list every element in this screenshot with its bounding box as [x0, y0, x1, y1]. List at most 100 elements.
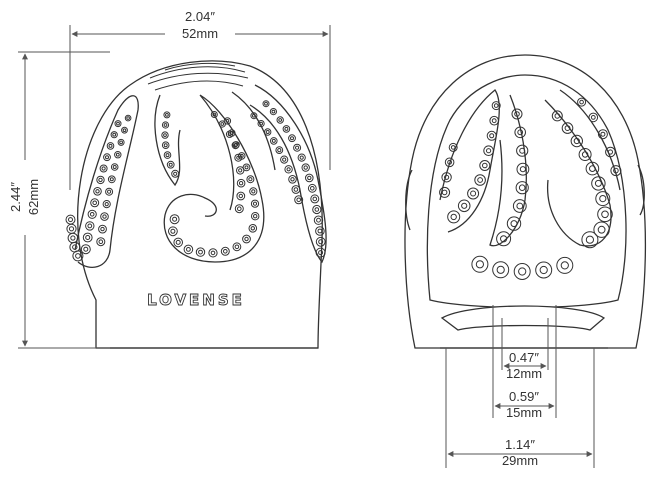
front-height-inches: 2.44″	[8, 182, 23, 212]
suction-cup-center	[68, 217, 73, 223]
suction-cup-center	[89, 212, 95, 217]
suction-cup-center	[112, 165, 117, 169]
suction-cup-center	[119, 140, 123, 145]
suction-cup	[66, 223, 77, 234]
suction-cup	[251, 212, 260, 221]
suction-cup-center	[314, 207, 320, 212]
suction-cup-center	[98, 239, 104, 244]
suction-cup	[514, 126, 527, 139]
suction-cup-center	[229, 131, 234, 135]
suction-cup	[496, 231, 512, 247]
suction-cup	[183, 244, 194, 255]
suction-cup	[246, 175, 255, 184]
suction-cup-center	[236, 155, 241, 160]
suction-cup-center	[165, 113, 169, 117]
suction-cup	[171, 169, 180, 178]
base-width-mm: 29mm	[502, 453, 538, 468]
suction-cup	[168, 226, 178, 237]
suction-cup-center	[590, 115, 596, 120]
suction-cup-center	[92, 200, 97, 206]
suction-cup-center	[450, 213, 457, 221]
suction-cup	[106, 142, 115, 150]
suction-cup	[195, 247, 206, 257]
suction-cup-center	[312, 196, 318, 202]
suction-cup-center	[607, 149, 614, 155]
suction-cup-center	[105, 155, 109, 160]
suction-cup-center	[299, 155, 304, 160]
suction-cup	[114, 120, 122, 128]
inner-tentacle-right	[544, 99, 612, 247]
suction-cup	[581, 231, 599, 249]
suction-cup-center	[250, 226, 256, 231]
suction-cup	[102, 200, 111, 209]
suction-cup-center	[519, 147, 526, 154]
suction-cup	[591, 176, 606, 191]
front-width-dimension	[69, 25, 331, 190]
suction-cup-center	[238, 181, 244, 186]
suction-cup	[288, 175, 297, 184]
suction-cup-center	[318, 239, 324, 245]
suction-cup	[93, 187, 102, 196]
suction-cup	[161, 141, 170, 149]
suction-cup-center	[613, 167, 619, 174]
suction-cup-center	[581, 151, 589, 158]
suction-cup	[294, 195, 304, 205]
suction-cup	[87, 209, 97, 219]
suction-cup	[578, 148, 592, 161]
suction-cup-center	[87, 223, 93, 229]
suction-cup	[98, 224, 107, 234]
front-view	[65, 60, 327, 349]
suction-cup-center	[282, 157, 287, 162]
suction-cup-center	[98, 177, 103, 183]
side-view	[404, 54, 647, 349]
suction-cup-center	[244, 165, 249, 170]
front-tentacle-left	[74, 95, 139, 268]
suction-cup	[297, 153, 306, 162]
suction-cup	[231, 141, 240, 150]
suction-cup-center	[579, 99, 584, 105]
suction-cup	[264, 128, 272, 136]
inner-tentacle-left	[439, 89, 500, 233]
suction-cup-center	[514, 111, 520, 117]
suction-cup-center	[251, 189, 256, 194]
neck-flange	[440, 305, 606, 331]
suction-cup	[593, 221, 610, 238]
suction-cup-center	[212, 112, 217, 117]
suction-cup-center	[85, 235, 91, 240]
suction-cup-center	[284, 126, 289, 131]
suction-cup	[257, 120, 265, 128]
suction-cup-center	[109, 177, 114, 182]
suction-cup	[161, 131, 169, 139]
mid-width-inches: 0.59″	[509, 389, 539, 404]
suction-cup	[491, 101, 501, 111]
suction-cup-center	[493, 103, 499, 108]
suction-cup-center	[163, 133, 167, 138]
suction-cup-center	[220, 122, 225, 126]
suction-cup	[103, 153, 111, 162]
suction-cup-center	[444, 174, 450, 180]
suction-cup	[597, 129, 608, 140]
suction-cup-center	[461, 202, 468, 209]
suction-cup-center	[564, 125, 571, 132]
suction-cup-center	[573, 137, 580, 145]
suction-cup	[280, 155, 289, 164]
suction-cup	[513, 263, 531, 280]
suction-cup-center	[518, 184, 526, 191]
suction-cup	[275, 146, 284, 155]
suction-cup-center	[486, 148, 492, 154]
suction-cup-center	[554, 113, 561, 119]
suction-cup-center	[163, 143, 168, 148]
suction-cup-center	[163, 123, 168, 127]
front-height-mm: 62mm	[26, 179, 41, 215]
suction-cup	[72, 250, 84, 262]
suction-cup-center	[600, 131, 606, 137]
suction-cup	[515, 181, 529, 195]
suction-cup-center	[475, 260, 484, 269]
front-height-dimension	[18, 51, 110, 349]
suction-cup	[486, 130, 497, 141]
suction-cup	[444, 157, 455, 168]
suction-cup	[315, 247, 326, 258]
suction-cup-center	[165, 153, 170, 158]
suction-cup	[208, 248, 218, 258]
suction-cup	[301, 163, 310, 172]
